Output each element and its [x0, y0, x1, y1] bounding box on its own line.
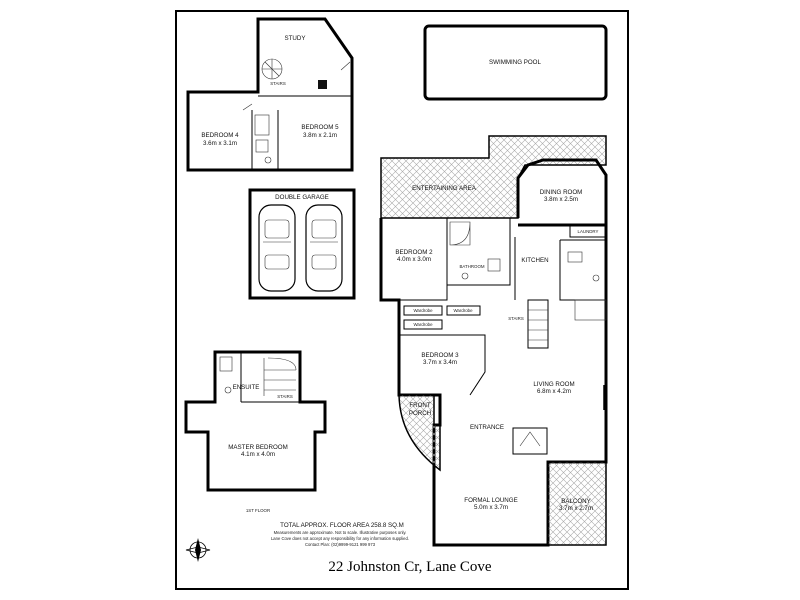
study-label: STUDY: [285, 35, 306, 42]
double-garage: DOUBLE GARAGE: [248, 188, 356, 300]
property-address: 22 Johnston Cr, Lane Cove: [328, 559, 491, 575]
formal-lounge-label: FORMAL LOUNGE: [464, 497, 517, 504]
balcony-label: BALCONY: [561, 498, 591, 505]
main-house: ENTERTAINING AREA DINING ROOM 3.8m x 2.5…: [379, 135, 608, 547]
dining-label: DINING ROOM: [540, 189, 583, 196]
bedroom5-label: BEDROOM 5: [301, 124, 339, 131]
kitchen-label: KITCHEN: [521, 257, 548, 264]
bedroom2-size: 4.0m x 3.0m: [397, 256, 431, 263]
disclaimer-line-1: Measurements are approximate. Not to sca…: [274, 530, 407, 535]
bedroom4-size: 3.6m x 3.1m: [203, 140, 237, 147]
bedroom4-label: BEDROOM 4: [201, 132, 239, 139]
master-suite: ENSUITE STAIRS MASTER BEDROOM 4.1m x 4.0…: [184, 350, 327, 513]
disclaimer-line-3: Contact Plan: (02)9999-9121 999 973: [305, 542, 376, 547]
bedroom2-label: BEDROOM 2: [395, 249, 433, 256]
double-garage-label: DOUBLE GARAGE: [275, 194, 329, 201]
bathroom-label: BATHROOM: [459, 264, 484, 269]
swimming-pool: SWIMMING POOL: [423, 24, 608, 101]
balcony-size: 3.7m x 2.7m: [559, 505, 593, 512]
front-porch-label-2: PORCH: [409, 410, 431, 417]
wardrobe-label: Wardrobe: [413, 308, 433, 313]
wardrobe-label: Wardrobe: [413, 322, 433, 327]
area-note: TOTAL APPROX. FLOOR AREA 258.8 SQ.M: [280, 522, 404, 529]
upper-stairs-label: STAIRS: [270, 81, 286, 86]
bedroom3-label: BEDROOM 3: [421, 352, 459, 359]
wardrobe-label: Wardrobe: [453, 308, 473, 313]
entertaining-label: ENTERTAINING AREA: [412, 185, 477, 192]
front-porch-label-1: FRONT: [409, 402, 431, 409]
master-bedroom-label: MASTER BEDROOM: [228, 444, 287, 451]
compass-rose-icon: [185, 538, 211, 562]
bedroom3-size: 3.7m x 3.4m: [423, 359, 457, 366]
dining-size: 3.8m x 2.5m: [544, 196, 578, 203]
master-stairs-label: STAIRS: [277, 394, 293, 399]
ensuite-label: ENSUITE: [233, 384, 260, 391]
disclaimer-line-2: Lane Cove does not accept any responsibi…: [271, 536, 409, 541]
floor-label: 1ST FLOOR: [246, 508, 270, 513]
living-room-label: LIVING ROOM: [533, 381, 574, 388]
entrance-label: ENTRANCE: [470, 424, 504, 431]
laundry-label: LAUNDRY: [578, 229, 599, 234]
swimming-pool-label: SWIMMING POOL: [489, 59, 541, 66]
upper-block: STUDY STAIRS BEDROOM 4 3.6m x 3.1m BEDRO…: [186, 17, 354, 172]
stairs-down-label: STAIRS: [508, 316, 524, 321]
formal-lounge-size: 5.0m x 3.7m: [474, 504, 508, 511]
master-bedroom-size: 4.1m x 4.0m: [241, 451, 275, 458]
car-icon: [305, 204, 343, 292]
bedroom5-size: 3.8m x 2.1m: [303, 132, 337, 139]
car-icon: [258, 204, 296, 292]
living-room-size: 6.8m x 4.2m: [537, 388, 571, 395]
